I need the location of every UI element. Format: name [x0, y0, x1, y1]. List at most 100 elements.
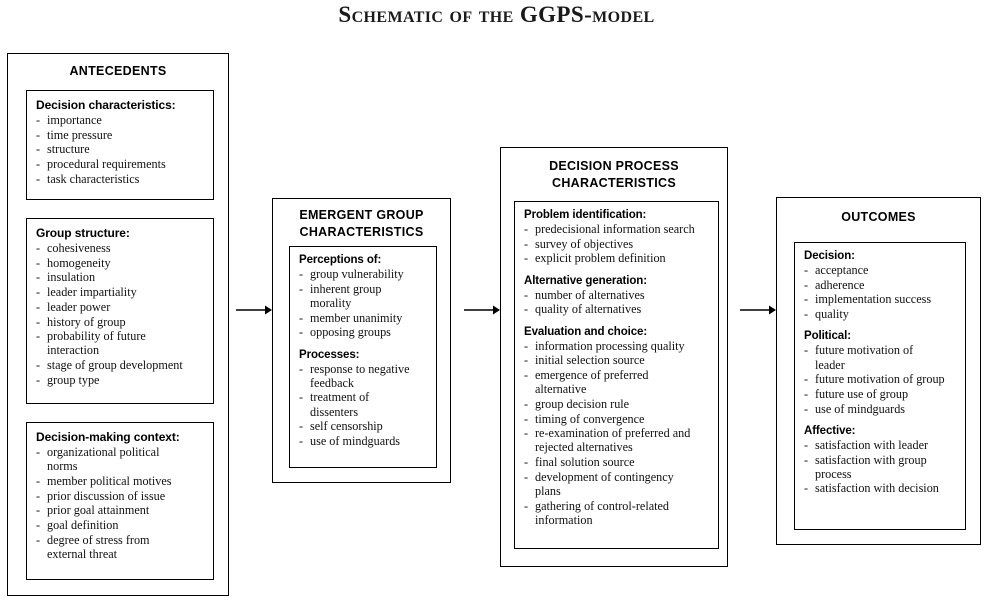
list-item: time pressure: [36, 128, 205, 142]
section-heading: Alternative generation:: [524, 274, 647, 287]
list-item: inherent group morality: [299, 282, 428, 310]
antecedents-title: ANTECEDENTS: [69, 64, 167, 78]
list-item: homogeneity: [36, 256, 205, 270]
item-list: predecisional information search survey …: [524, 222, 710, 266]
section-heading: Decision characteristics:: [36, 98, 176, 112]
page-title: Schematic of the GGPS-model: [0, 2, 993, 28]
item-list: acceptance adherence implementation succ…: [804, 263, 957, 322]
decision-alternative-generation-section: Alternative generation: number of altern…: [524, 275, 710, 317]
list-item: prior goal attainment: [36, 503, 205, 517]
section-heading: Affective:: [804, 424, 856, 437]
title-emphasis: GGPS: [519, 2, 585, 27]
decision-inner-panel: Problem identification: predecisional in…: [514, 201, 719, 549]
list-item: initial selection source: [524, 353, 710, 367]
section-heading: Decision:: [804, 250, 855, 262]
list-item: acceptance: [804, 263, 957, 277]
list-item: quality of alternatives: [524, 302, 710, 316]
title-prefix: Schematic of the: [338, 2, 520, 27]
section-heading: Group structure:: [36, 226, 130, 240]
list-item: member unanimity: [299, 311, 428, 325]
outcomes-inner-panel: Decision: acceptance adherence implement…: [794, 242, 966, 530]
outcomes-title: OUTCOMES: [841, 210, 916, 224]
list-item: group decision rule: [524, 397, 710, 411]
antecedents-decision-characteristics: Decision characteristics: importance tim…: [26, 90, 214, 200]
list-item: future use of group: [804, 387, 957, 401]
list-item: number of alternatives: [524, 288, 710, 302]
decision-title-line1: DECISION PROCESS: [549, 159, 679, 173]
list-item: task characteristics: [36, 172, 205, 186]
list-item: use of mindguards: [299, 434, 428, 448]
section-heading: Processes:: [299, 348, 360, 361]
section-heading: Decision-making context:: [36, 430, 180, 444]
decision-title: DECISION PROCESS CHARACTERISTICS: [501, 158, 727, 192]
list-item: response to negative feedback: [299, 362, 428, 390]
list-item: development of contingency plans: [524, 470, 710, 498]
list-item: goal definition: [36, 518, 205, 532]
list-item: explicit problem definition: [524, 251, 710, 265]
list-item: re-examination of preferred and rejected…: [524, 426, 710, 454]
list-item: degree of stress from external threat: [36, 533, 205, 561]
list-item: information processing quality: [524, 339, 710, 353]
list-item: implementation success: [804, 292, 957, 306]
item-list: information processing quality initial s…: [524, 339, 710, 528]
item-list: satisfaction with leader satisfaction wi…: [804, 438, 957, 496]
list-item: prior discussion of issue: [36, 489, 205, 503]
list-item: satisfaction with decision: [804, 481, 957, 495]
list-item: structure: [36, 142, 205, 156]
list-item: stage of group development: [36, 358, 205, 372]
list-item: cohesiveness: [36, 241, 205, 255]
list-item: self censorship: [299, 419, 428, 433]
list-item: organizational political norms: [36, 445, 205, 473]
decision-evaluation-and-choice-section: Evaluation and choice: information proce…: [524, 326, 710, 528]
emergent-processes-section: Processes: response to negative feedback…: [299, 349, 428, 449]
item-list: importance time pressure structure proce…: [36, 113, 205, 186]
list-item: probability of future interaction: [36, 329, 205, 357]
box-emergent-group-characteristics: EMERGENT GROUP CHARACTERISTICS Perceptio…: [272, 198, 451, 483]
box-decision-process-characteristics: DECISION PROCESS CHARACTERISTICS Problem…: [500, 147, 728, 567]
emergent-title-line1: EMERGENT GROUP: [299, 208, 424, 222]
emergent-perceptions-section: Perceptions of: group vulnerability inhe…: [299, 254, 428, 340]
list-item: predecisional information search: [524, 222, 710, 236]
emergent-title-line2: CHARACTERISTICS: [299, 225, 424, 239]
list-item: history of group: [36, 315, 205, 329]
decision-problem-identification-section: Problem identification: predecisional in…: [524, 209, 710, 266]
list-item: leader impartiality: [36, 285, 205, 299]
list-item: survey of objectives: [524, 237, 710, 251]
arrow-decision-to-outcomes: [740, 305, 776, 315]
list-item: quality: [804, 307, 957, 321]
item-list: future motivation of leader future motiv…: [804, 343, 957, 416]
list-item: opposing groups: [299, 325, 428, 339]
list-item: timing of convergence: [524, 412, 710, 426]
list-item: treatment of dissenters: [299, 390, 428, 418]
list-item: future motivation of leader: [804, 343, 957, 371]
list-item: procedural requirements: [36, 157, 205, 171]
list-item: leader power: [36, 300, 205, 314]
item-list: number of alternatives quality of altern…: [524, 288, 710, 317]
list-item: adherence: [804, 278, 957, 292]
section-heading: Problem identification:: [524, 209, 647, 221]
emergent-title: EMERGENT GROUP CHARACTERISTICS: [273, 207, 450, 241]
item-list: response to negative feedback treatment …: [299, 362, 428, 449]
emergent-inner-panel: Perceptions of: group vulnerability inhe…: [289, 246, 437, 468]
list-item: importance: [36, 113, 205, 127]
list-item: future motivation of group: [804, 372, 957, 386]
item-list: organizational political norms member po…: [36, 445, 205, 561]
list-item: member political motives: [36, 474, 205, 488]
list-item: satisfaction with group process: [804, 453, 957, 481]
title-suffix: -model: [584, 2, 655, 27]
section-heading: Political:: [804, 330, 851, 343]
arrow-emergent-to-decision: [464, 305, 500, 315]
outcomes-affective-section: Affective: satisfaction with leader sati…: [804, 425, 957, 496]
antecedents-group-structure: Group structure: cohesiveness homogeneit…: [26, 218, 214, 404]
item-list: cohesiveness homogeneity insulation lead…: [36, 241, 205, 387]
list-item: group vulnerability: [299, 267, 428, 281]
list-item: insulation: [36, 270, 205, 284]
outcomes-decision-section: Decision: acceptance adherence implement…: [804, 250, 957, 322]
decision-title-line2: CHARACTERISTICS: [552, 176, 676, 190]
list-item: final solution source: [524, 455, 710, 469]
list-item: use of mindguards: [804, 402, 957, 416]
list-item: group type: [36, 373, 205, 387]
section-heading: Evaluation and choice:: [524, 325, 648, 338]
list-item: satisfaction with leader: [804, 438, 957, 452]
